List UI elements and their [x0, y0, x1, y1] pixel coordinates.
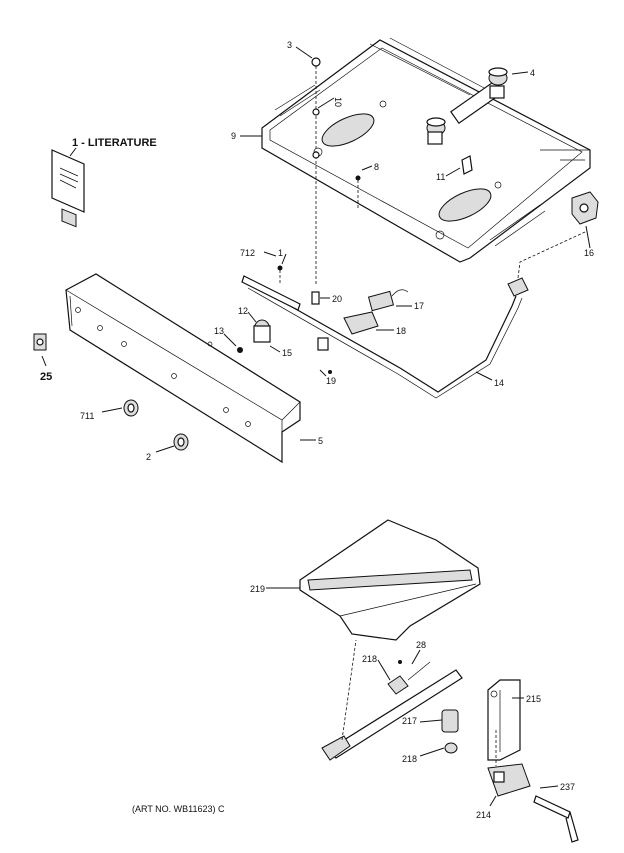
- knob-13: [237, 347, 243, 353]
- label-11: 11: [436, 172, 445, 182]
- burner-box-assembly: [261, 37, 591, 263]
- label-20: 20: [332, 294, 342, 304]
- label-5: 5: [318, 436, 323, 446]
- safety-valve-214: [487, 730, 531, 797]
- label-19: 19: [326, 376, 336, 386]
- clip-25: [33, 333, 47, 351]
- label-2: 2: [146, 452, 151, 462]
- manifold-panel-5: [65, 273, 301, 464]
- label-1: 1: [278, 248, 283, 258]
- label-237: 237: [560, 782, 575, 792]
- label-18: 18: [396, 326, 406, 336]
- literature-booklet-icon: [51, 149, 85, 228]
- label-14: 14: [494, 378, 504, 388]
- label-215: 215: [526, 694, 541, 704]
- art-number: (ART NO. WB11623) C: [132, 804, 225, 814]
- igniter-218: [387, 660, 431, 695]
- label-9: 9: [231, 131, 236, 141]
- label-712: 712: [240, 248, 255, 258]
- label-217: 217: [402, 716, 417, 726]
- fastener-19: [317, 337, 332, 374]
- screw-1: [277, 265, 283, 271]
- grommet-711: [123, 399, 139, 417]
- grommet-2: [173, 433, 189, 451]
- label-218-top: 218: [362, 654, 377, 664]
- label-25: 25: [40, 371, 52, 383]
- manifold-bracket: [241, 275, 301, 311]
- label-15: 15: [282, 348, 292, 358]
- label-13: 13: [214, 326, 224, 336]
- bracket-16: [571, 191, 599, 225]
- label-16: 16: [584, 248, 594, 258]
- label-8: 8: [374, 162, 379, 172]
- manifold-pipe-14: [247, 231, 586, 399]
- bracket-18: [343, 311, 379, 335]
- label-218-bottom: 218: [402, 754, 417, 764]
- label-3: 3: [287, 40, 292, 50]
- label-711: 711: [80, 411, 94, 421]
- clip-11: [461, 155, 473, 175]
- burner-valve-4: [426, 67, 508, 145]
- label-28: 28: [416, 640, 426, 650]
- oven-baffle-219: [299, 519, 481, 641]
- valve-217: [441, 709, 459, 754]
- literature-label: 1 - LITERATURE: [72, 137, 157, 149]
- tube-237: [533, 795, 579, 843]
- ignitor-switch-17: [367, 289, 409, 312]
- label-10: 10: [333, 97, 343, 107]
- bracket-215: [487, 679, 521, 761]
- label-4: 4: [530, 68, 535, 78]
- leader-lines: [41, 46, 591, 807]
- screw-3: [311, 57, 321, 300]
- fastener-8: [355, 175, 361, 210]
- oven-burner-tube: [321, 639, 463, 761]
- label-17: 17: [414, 301, 424, 311]
- label-12: 12: [238, 306, 248, 316]
- valve-12-15: [253, 319, 271, 343]
- label-219: 219: [250, 584, 265, 594]
- orifice-20: [311, 291, 320, 305]
- label-214: 214: [476, 810, 491, 820]
